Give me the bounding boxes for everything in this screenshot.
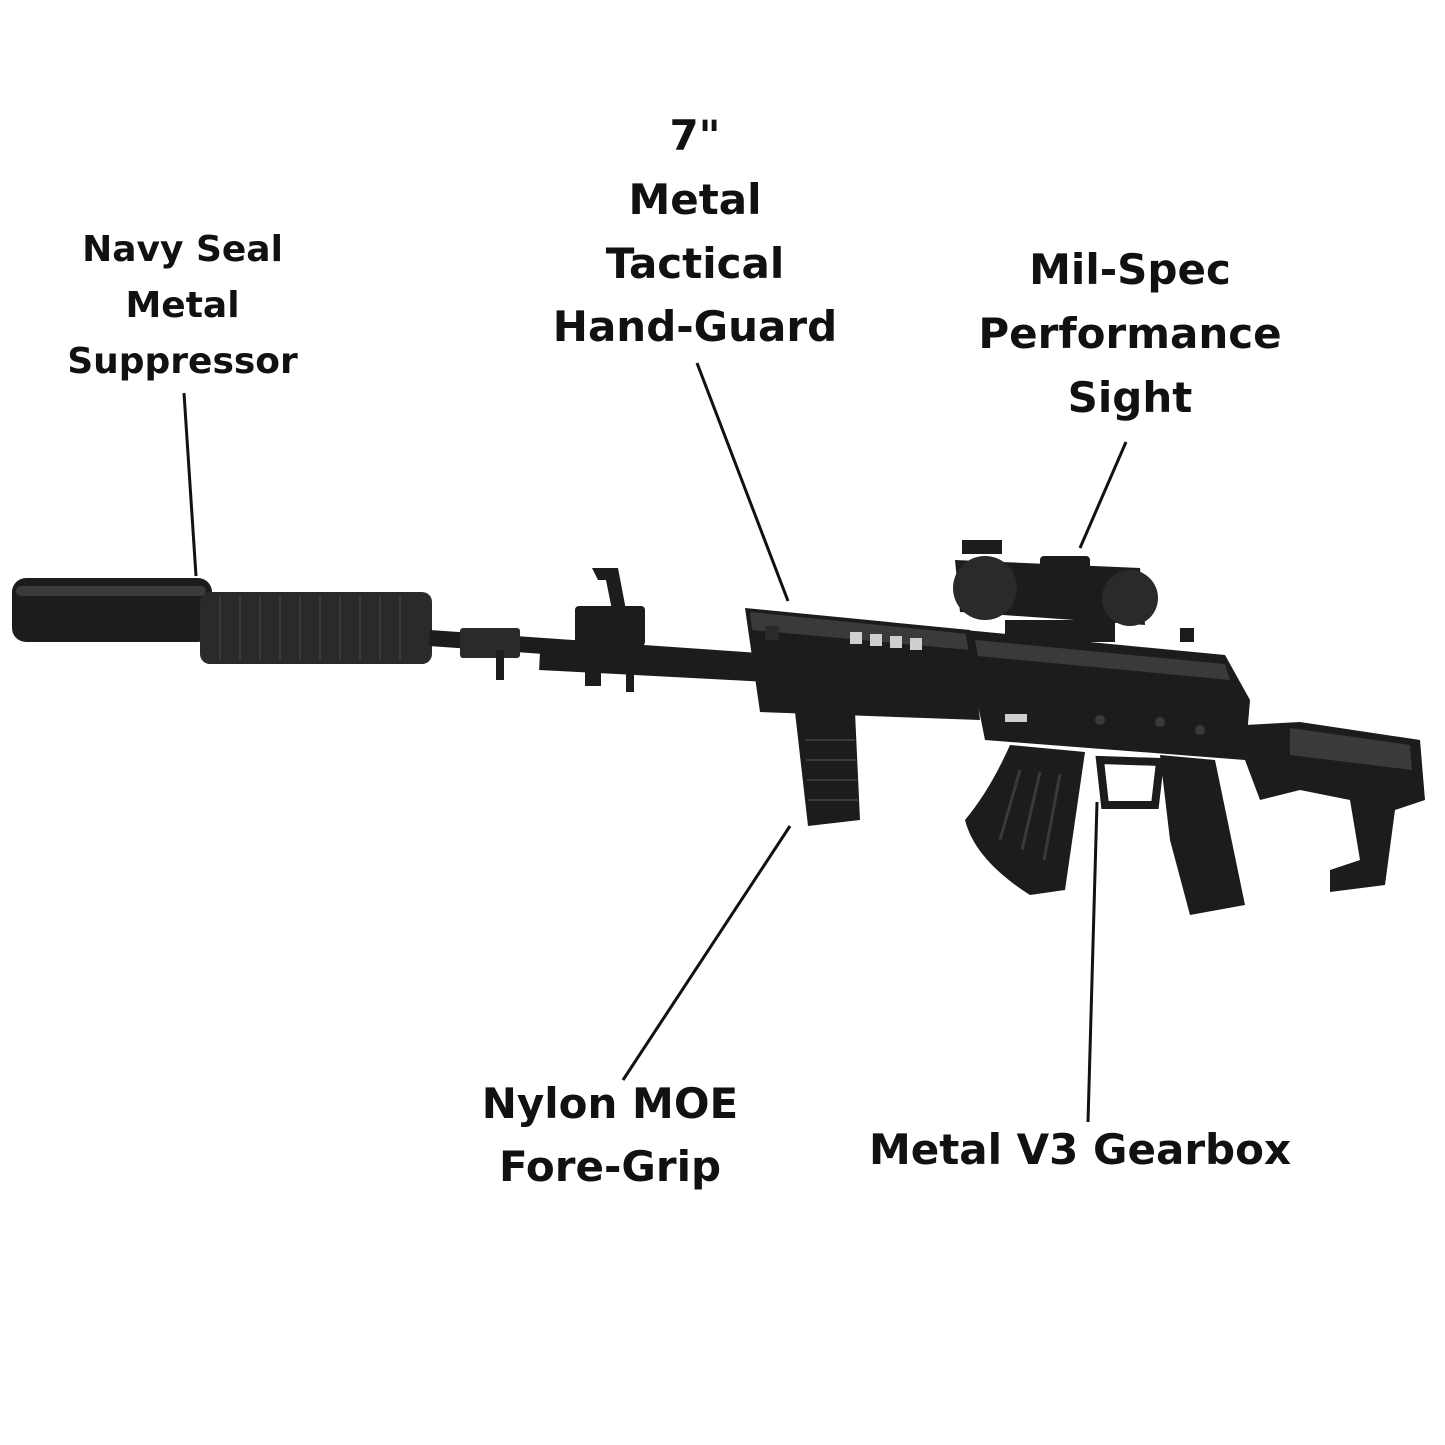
sight-callout: Mil-Spec Performance Sight — [950, 238, 1310, 429]
gearbox-callout: Metal V3 Gearbox — [850, 1120, 1310, 1181]
pistol-grip — [1095, 755, 1245, 915]
sight-callout-line-2: Performance — [978, 308, 1282, 358]
stock — [1245, 722, 1425, 892]
sight-leader-line — [1078, 441, 1128, 549]
suppressor-callout: Navy Seal Metal Suppressor — [40, 222, 325, 389]
sight-callout-line-1: Mil-Spec — [1029, 245, 1231, 294]
gearbox-leader-line — [1086, 801, 1099, 1123]
sight-callout-line-3: Sight — [1067, 372, 1193, 422]
gearbox-callout-line-1: Metal V3 Gearbox — [868, 1125, 1292, 1174]
fore-grip — [795, 712, 860, 826]
foregrip-callout-line-2: Fore-Grip — [498, 1142, 722, 1191]
handguard — [745, 608, 980, 720]
suppressor — [12, 578, 432, 664]
handguard-callout: 7" Metal Tactical Hand-Guard — [530, 104, 860, 359]
handguard-callout-line-3: Tactical — [605, 238, 785, 288]
magazine — [965, 745, 1085, 895]
suppressor-callout-line-2: Metal — [125, 284, 240, 326]
suppressor-callout-line-1: Navy Seal — [82, 229, 283, 270]
optic-sight — [953, 540, 1194, 642]
handguard-callout-line-4: Hand-Guard — [552, 302, 838, 352]
handguard-callout-line-1: 7" — [669, 111, 721, 160]
foregrip-callout-line-1: Nylon MOE — [481, 1079, 739, 1128]
receiver — [965, 630, 1250, 760]
front-sight — [575, 568, 645, 692]
suppressor-leader-line — [182, 392, 198, 577]
handguard-leader-line — [695, 362, 790, 602]
foregrip-leader-line — [621, 825, 792, 1081]
suppressor-callout-line-3: Suppressor — [67, 340, 298, 382]
handguard-callout-line-2: Metal — [628, 174, 762, 224]
foregrip-callout: Nylon MOE Fore-Grip — [450, 1072, 770, 1198]
